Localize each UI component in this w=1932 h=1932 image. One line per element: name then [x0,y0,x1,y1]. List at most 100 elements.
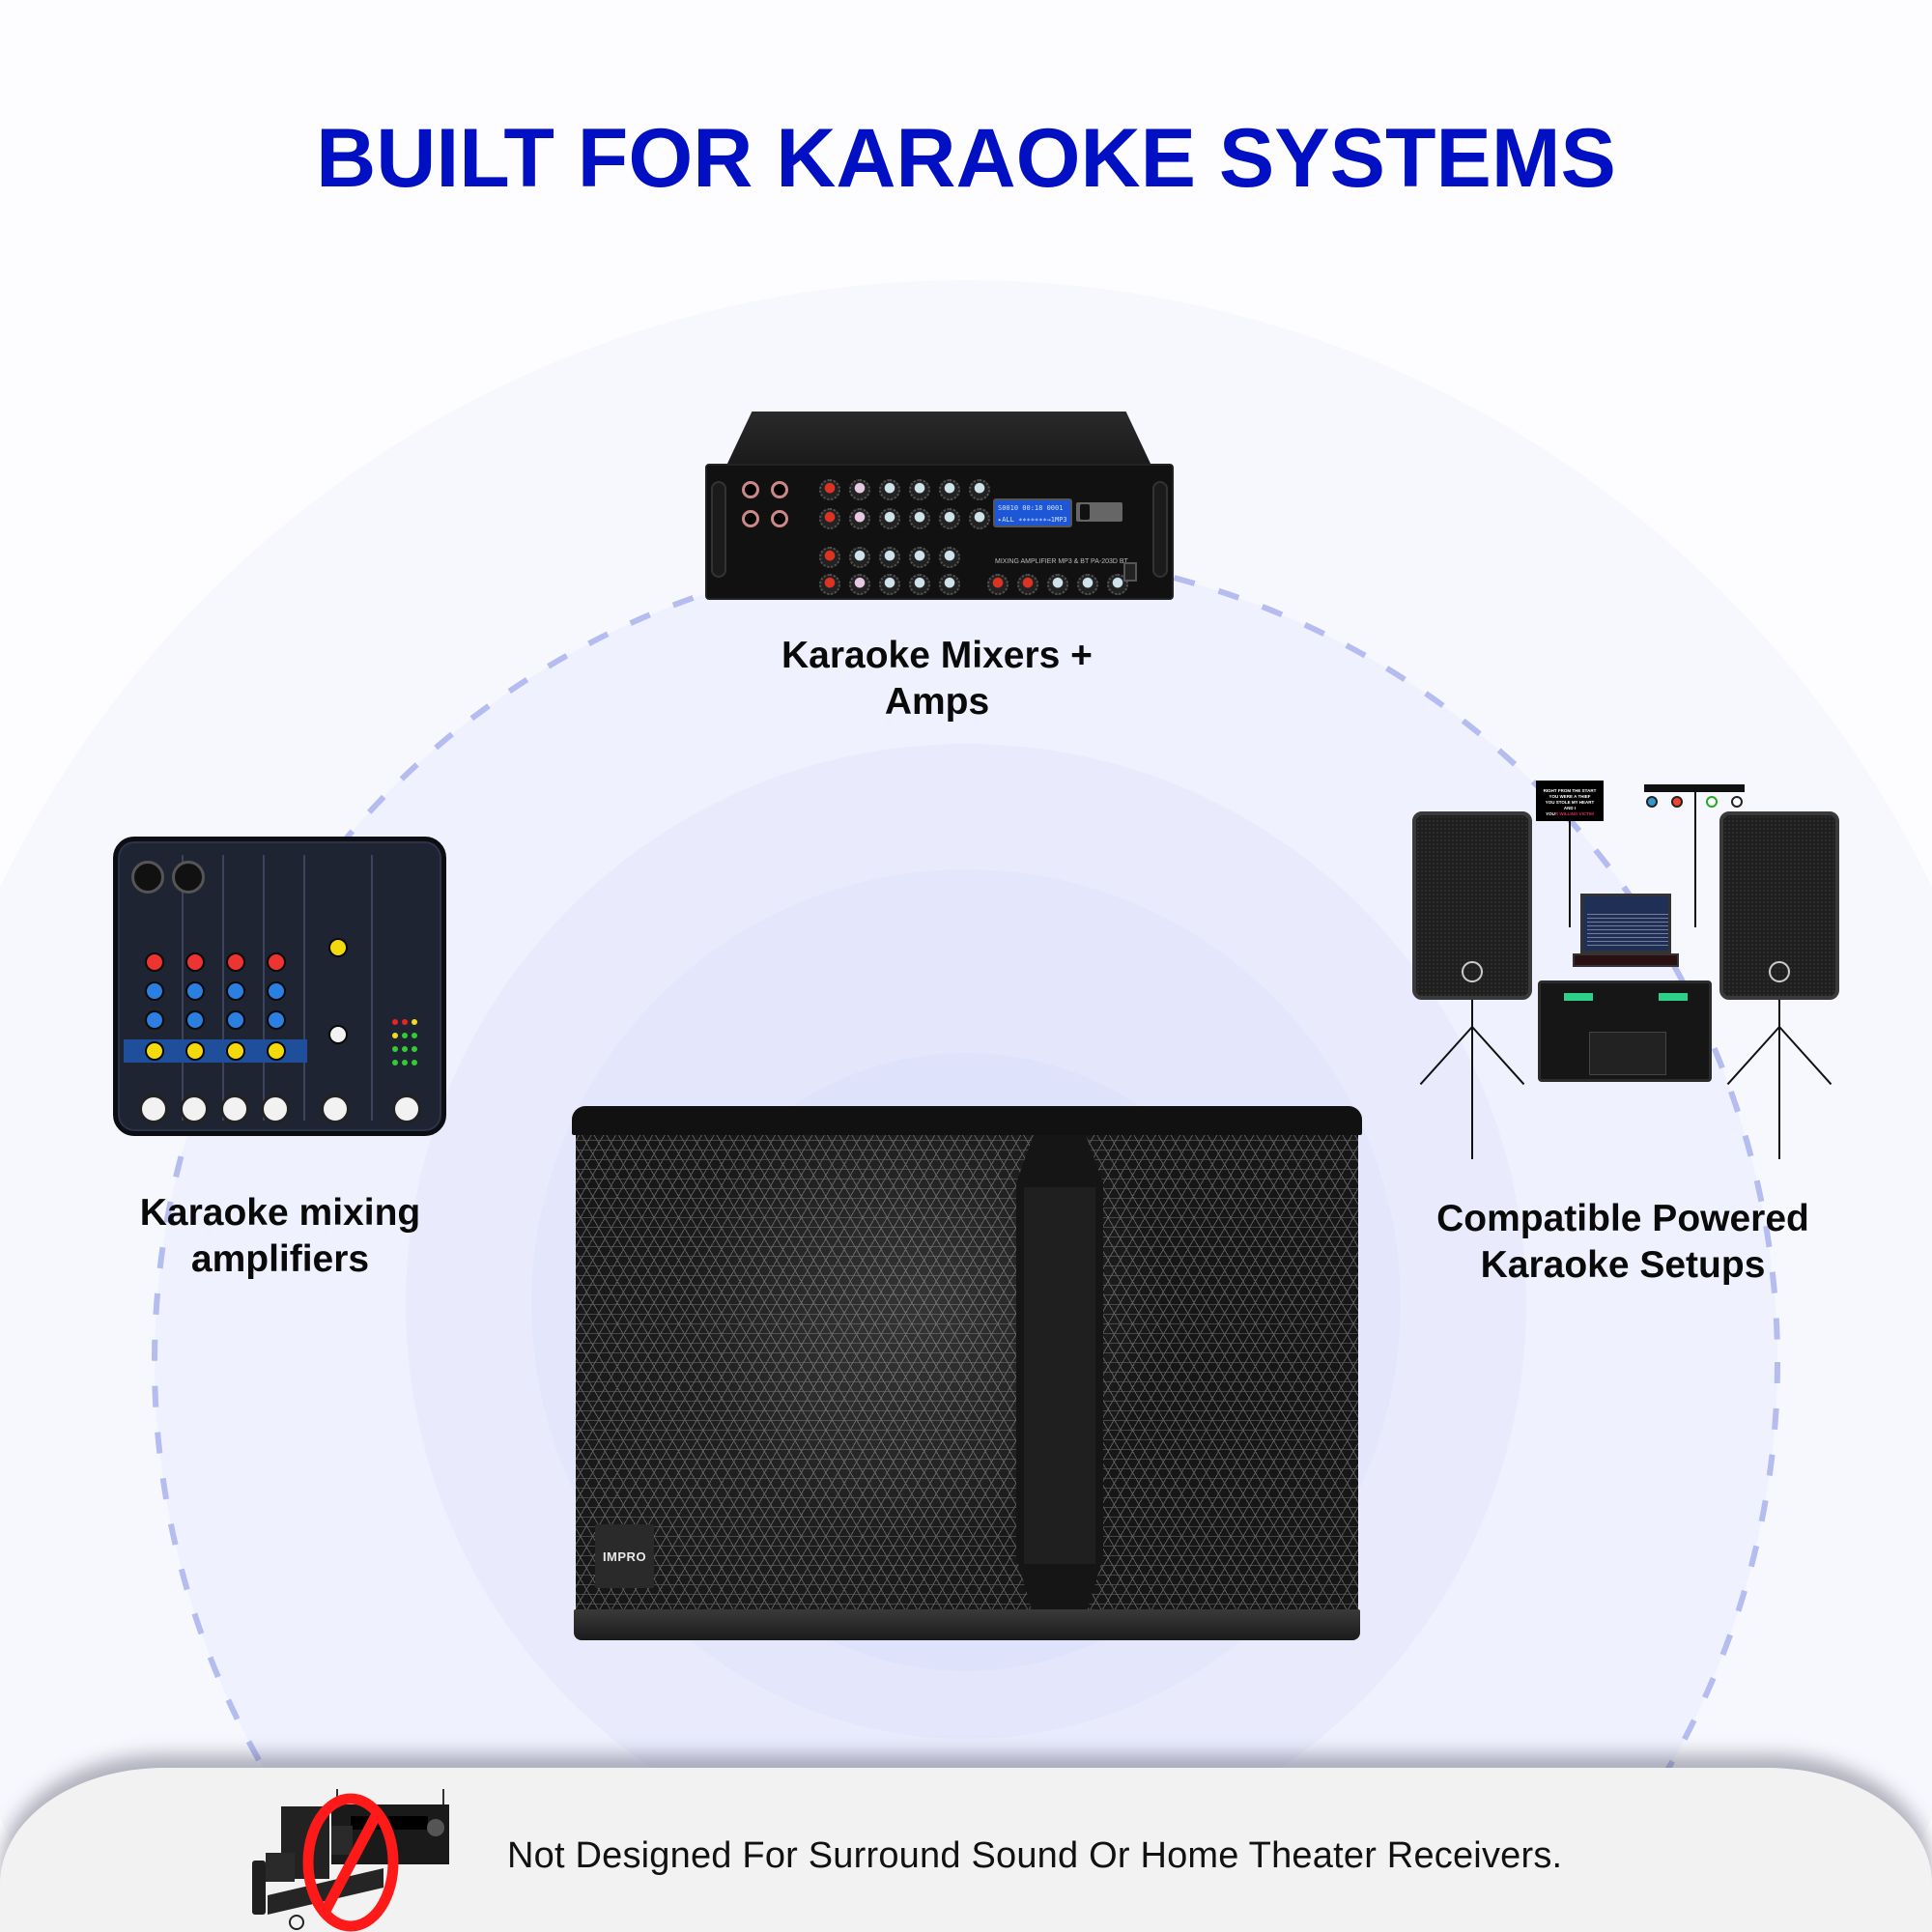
knob-icon [1017,574,1038,595]
lyrics-screen: RIGHT FROM THE START YOU WERE A THIEF YO… [1536,781,1604,821]
mixer-rack [1538,980,1712,1082]
lcd-line-2: ▸ALL ∗∗∗∗∗∗∗→1MP3 [998,516,1067,524]
lcd-line-1: S0010 00:18 0001 [998,504,1064,512]
gain-knob-icon [267,952,286,972]
gain-knob-icon [226,952,245,972]
knob-icon [819,574,840,595]
light-bar [1644,784,1745,792]
label-line-2: amplifiers [190,1238,370,1280]
knob-icon [939,547,960,568]
lyrics-line: AND I [1563,806,1577,810]
channel-divider [303,855,305,1121]
aux-knob-icon [267,1041,286,1061]
speaker-top-cap [572,1106,1362,1135]
stand-leg [1419,1026,1473,1086]
xlr-input-icon [172,861,205,894]
knob-icon [819,547,840,568]
label-line-2: Amps [884,681,990,723]
channel-divider [182,855,184,1121]
page-title: BUILT FOR KARAOKE SYSTEMS [316,112,1616,205]
hi-knob-icon [185,981,205,1001]
knob-icon [819,479,840,500]
knob-icon [939,479,960,500]
low-knob-icon [145,1010,164,1030]
label-line-2: Karaoke Setups [1480,1244,1766,1286]
low-knob-icon [267,1010,286,1030]
label-line-1: Karaoke Mixers + [781,635,1093,676]
main-out-knob-icon [392,1094,421,1123]
ch2-fader-knob-icon [180,1094,209,1123]
mic-jack-icon [771,481,788,498]
low-knob-icon [185,1010,205,1030]
amp-knob-row [819,479,990,500]
rack-mixer [1589,1032,1666,1075]
amp-knob-row [819,574,960,595]
speaker-stand-right [1778,1000,1780,1159]
knob-icon [879,574,900,595]
knob-icon [969,508,990,529]
knob-icon [849,574,870,595]
amp-knob-row [819,508,990,529]
channel-divider [222,855,224,1121]
level-meter [390,1015,425,1093]
light-lamp-icon [1731,796,1743,808]
stand-leg [1726,1026,1780,1086]
amp-top-face [726,412,1151,466]
brand-logo: IMPRO [602,1549,647,1564]
lyrics-line: YOU WERE A THIEF [1548,794,1591,799]
aux-knob-icon [226,1041,245,1061]
amp-master-knobs [987,574,1128,595]
low-knob-icon [226,1010,245,1030]
gain-knob-icon [145,952,164,972]
label-compatible-powered-setups: Compatible Powered Karaoke Setups [1401,1196,1845,1289]
bluetooth-knob-icon [321,1094,350,1123]
hi-knob-icon [145,981,164,1001]
speaker-bottom-cap [574,1609,1360,1640]
lyrics-plain: YOU [1546,811,1555,816]
xlr-input-icon [131,861,164,894]
amp-model-text: MIXING AMPLIFIER MP3 & BT PA-203D BT [995,558,1128,565]
brand-badge: IMPRO [595,1524,654,1588]
return-vol-knob-icon [328,938,348,957]
mic-jack-icon [742,481,759,498]
channel-divider [263,855,265,1121]
power-switch-icon [1123,562,1137,582]
lyrics-line: RIGHT FROM THE START [1543,788,1597,793]
knob-icon [1107,574,1128,595]
usb-in-knob-icon [328,1025,348,1044]
karaoke-mixer-amp-image: S0010 00:18 0001 ▸ALL ∗∗∗∗∗∗∗→1MP3 MIXIN… [705,412,1174,600]
ch4-fader-knob-icon [261,1094,290,1123]
stand-leg [1778,1026,1833,1086]
knob-icon [909,479,930,500]
hi-knob-icon [226,981,245,1001]
wireless-receiver-display [1659,993,1688,1001]
light-lamp-icon [1706,796,1718,808]
knob-icon [909,547,930,568]
channel-divider [371,855,373,1121]
knob-icon [909,508,930,529]
prohibited-home-theater-icon [252,1789,449,1932]
knob-icon [909,574,930,595]
speaker-logo-icon [1462,961,1483,982]
notice-text: Not Designed For Surround Sound Or Home … [507,1835,1563,1876]
knob-icon [939,508,960,529]
knob-icon [849,508,870,529]
knob-icon [819,508,840,529]
powered-karaoke-setup-image: RIGHT FROM THE START YOU WERE A THIEF YO… [1410,773,1845,1169]
stand-leg [1471,1026,1525,1086]
hi-knob-icon [267,981,286,1001]
screen-stand [1569,821,1571,927]
knob-icon [879,547,900,568]
knob-icon [879,508,900,529]
knob-icon [1077,574,1098,595]
light-stand [1694,792,1696,927]
ch3-fader-knob-icon [220,1094,249,1123]
pa-speaker-right [1719,811,1839,1000]
label-line-1: Karaoke mixing [139,1192,421,1234]
lyrics-line: YOU STOLE MY HEART [1545,800,1595,805]
impro-speaker-product-image: IMPRO [572,1106,1362,1640]
karaoke-mixing-amplifier-image [113,837,446,1136]
label-line-1: Compatible Powered [1436,1198,1809,1239]
amp-lcd-display: S0010 00:18 0001 ▸ALL ∗∗∗∗∗∗∗→1MP3 [993,498,1072,527]
light-lamp-icon [1646,796,1658,808]
